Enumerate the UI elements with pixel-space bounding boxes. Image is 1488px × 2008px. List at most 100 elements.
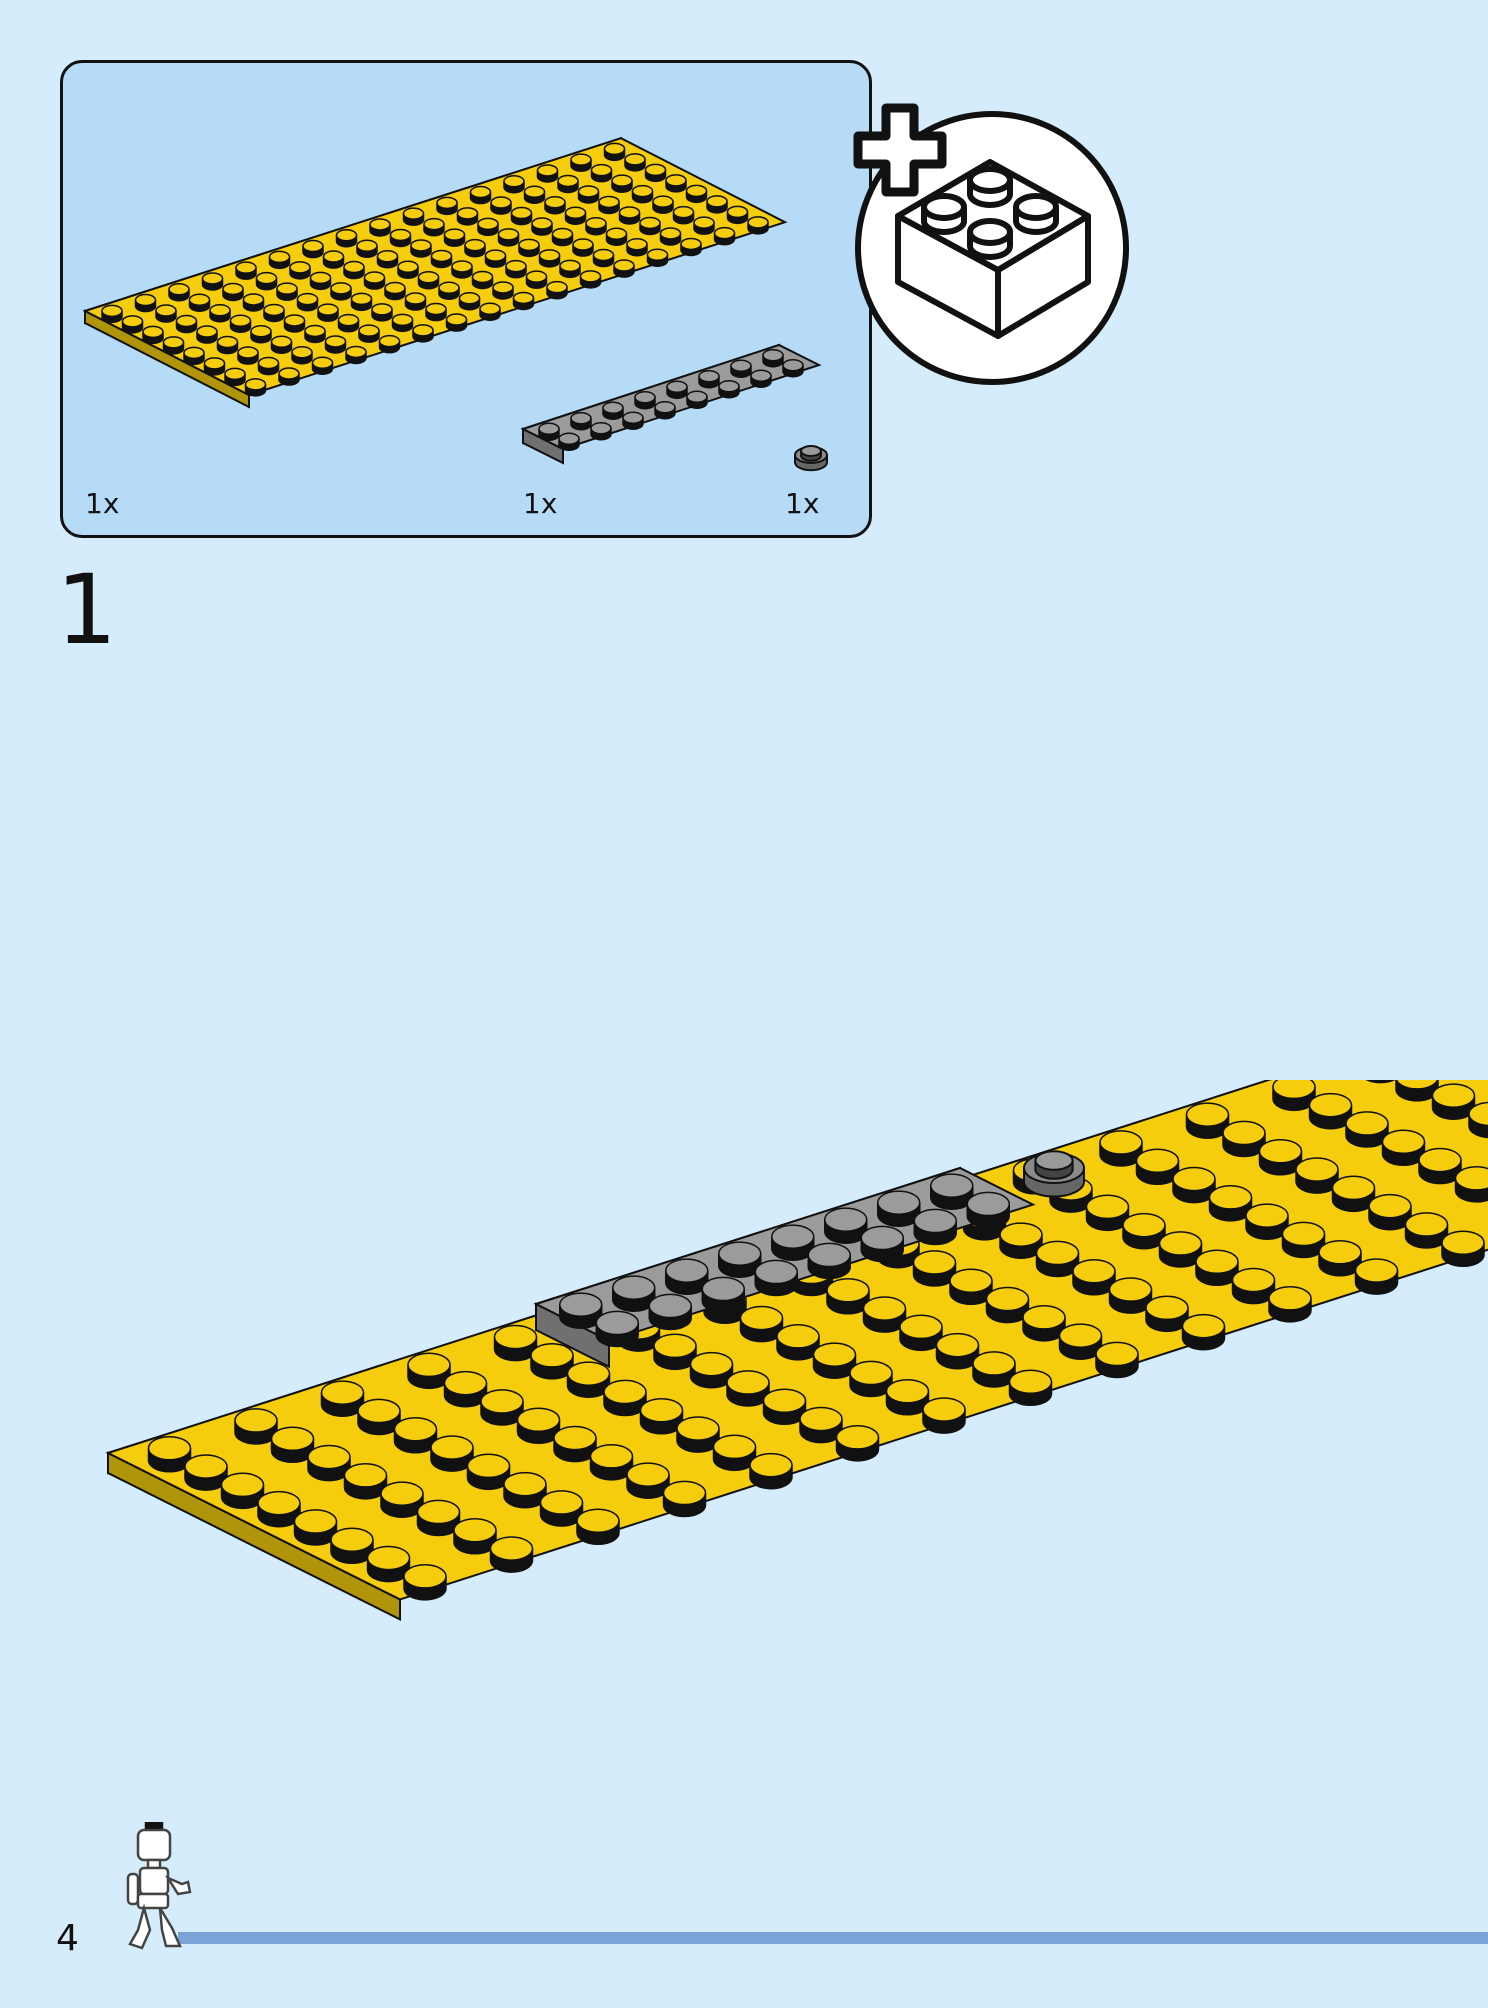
yellow-base-plate-stud: [849, 1360, 893, 1398]
gray-plate-part-stud: [570, 412, 592, 431]
yellow-plate-part-stud: [378, 334, 401, 354]
yellow-base-plate-stud: [270, 1426, 315, 1464]
yellow-plate-part-stud: [456, 207, 479, 226]
yellow-base-plate-stud: [1381, 1129, 1426, 1167]
yellow-plate-part-stud: [255, 271, 278, 291]
yellow-base-plate-stud: [576, 1508, 620, 1546]
yellow-base-plate-stud: [1058, 1323, 1103, 1360]
step-assembly-illustration: [105, 1080, 1488, 1622]
yellow-base-plate-stud: [835, 1425, 880, 1462]
yellow-base-plate-stud: [676, 1416, 720, 1453]
yellow-base-plate-stud: [1281, 1221, 1326, 1259]
yellow-plate-part-stud: [302, 239, 324, 259]
yellow-plate-part-stud: [646, 248, 669, 267]
yellow-plate-part-stud: [250, 325, 272, 344]
yellow-plate-part-stud: [203, 357, 226, 376]
yellow-base-plate-stud: [726, 1370, 770, 1407]
yellow-plate-part-stud: [592, 248, 615, 268]
yellow-base-plate-stud: [1222, 1120, 1266, 1158]
yellow-plate-part-stud: [345, 345, 367, 365]
yellow-plate-part-stud: [430, 249, 453, 269]
yellow-base-plate-stud: [689, 1351, 734, 1389]
yellow-base-plate-stud: [257, 1490, 301, 1528]
yellow-base-plate-stud: [430, 1435, 474, 1472]
yellow-base-plate-stud: [1095, 1341, 1139, 1379]
yellow-base-plate-stud: [307, 1444, 351, 1482]
yellow-plate-part-stud: [579, 270, 602, 289]
yellow-plate-part-stud: [183, 346, 205, 366]
yellow-plate-part-stud: [268, 250, 291, 270]
yellow-plate-part-stud: [512, 291, 535, 311]
part-quantity-round-plate: 1x: [785, 487, 820, 520]
yellow-base-plate-stud: [1354, 1258, 1399, 1295]
gray-plate-part-stud: [730, 359, 752, 378]
yellow-base-plate-stud: [184, 1454, 228, 1491]
yellow-plate-part-stud: [706, 195, 728, 214]
yellow-plate-part-stud: [471, 270, 494, 290]
yellow-plate-part-stud: [417, 271, 440, 290]
yellow-plate-part-stud: [356, 239, 378, 258]
yellow-plate-part-stud: [469, 185, 492, 205]
yellow-plate-part-stud: [680, 237, 702, 257]
yellow-base-plate-stud: [1122, 1212, 1166, 1250]
yellow-plate-part-stud: [525, 270, 548, 289]
yellow-plate-part-stud: [672, 205, 695, 225]
yellow-plate-part-stud: [603, 142, 626, 162]
yellow-plate-part-stud: [659, 227, 682, 246]
yellow-base-plate-stud: [1454, 1166, 1488, 1203]
yellow-base-plate-stud: [935, 1332, 980, 1370]
yellow-plate-part-stud: [291, 346, 313, 365]
yellow-plate-part-stud: [436, 196, 458, 216]
yellow-plate-part-stud: [572, 238, 594, 257]
yellow-base-plate-stud: [603, 1379, 647, 1417]
gray-plate-placed-stud: [665, 1258, 709, 1295]
yellow-base-plate-stud: [912, 1250, 957, 1287]
yellow-base-plate-stud: [1185, 1102, 1230, 1139]
yellow-base-plate-stud: [985, 1286, 1030, 1324]
step-number: 1: [56, 554, 118, 666]
gray-plate-placed: [533, 1166, 1036, 1369]
yellow-plate-part-stud: [257, 356, 280, 376]
yellow-plate-part-stud: [235, 261, 257, 280]
gray-plate-part-stud: [622, 411, 644, 430]
yellow-base-plate-stud: [812, 1342, 857, 1379]
yellow-base-plate-stud: [972, 1351, 1016, 1388]
yellow-plate-part-stud: [389, 228, 412, 248]
yellow-plate-part-stud: [652, 195, 674, 214]
yellow-base-plate-stud: [999, 1222, 1043, 1259]
yellow-base-plate-stud: [1368, 1193, 1412, 1231]
gray-plate-part-stud: [686, 390, 708, 409]
yellow-base-plate-stud: [357, 1398, 401, 1436]
yellow-plate-part-stud: [330, 282, 352, 301]
yellow-base-plate-stud: [1431, 1083, 1476, 1120]
yellow-plate-part-stud: [289, 261, 311, 280]
gray-plate-part-stud: [538, 422, 560, 441]
yellow-plate-part-stud: [492, 281, 514, 300]
yellow-plate-part-stud: [391, 313, 414, 333]
gray-plate-placed-stud: [718, 1241, 762, 1278]
yellow-plate-part-stud: [585, 217, 607, 236]
parts-illustration: [82, 136, 828, 472]
yellow-base-plate-stud: [403, 1564, 447, 1601]
plus-icon: [853, 103, 947, 197]
gray-plate-placed-stud: [754, 1259, 798, 1297]
yellow-plate-part-stud: [618, 206, 641, 225]
yellow-plate-part-stud: [626, 238, 648, 257]
yellow-plate-part-stud: [631, 184, 654, 204]
yellow-base-plate-stud: [1181, 1313, 1226, 1351]
yellow-plate-part-stud: [410, 239, 432, 258]
yellow-base-plate-stud: [1022, 1305, 1066, 1342]
yellow-base-plate-stud: [712, 1434, 757, 1472]
yellow-plate-part-stud: [490, 196, 512, 215]
yellow-base-plate-stud: [949, 1268, 993, 1306]
yellow-base-plate-stud: [443, 1370, 488, 1408]
yellow-plate-part-stud: [311, 356, 334, 375]
yellow-plate-part-stud: [713, 226, 736, 246]
yellow-plate-part-stud: [335, 229, 358, 248]
yellow-base-plate-stud: [320, 1380, 365, 1417]
yellow-base-plate-stud: [1099, 1130, 1143, 1167]
yellow-plate-part-stud: [324, 335, 347, 354]
yellow-plate-part-stud: [497, 228, 520, 247]
gray-plate-part-stud: [762, 349, 784, 368]
yellow-base-plate-stud: [1395, 1080, 1439, 1102]
